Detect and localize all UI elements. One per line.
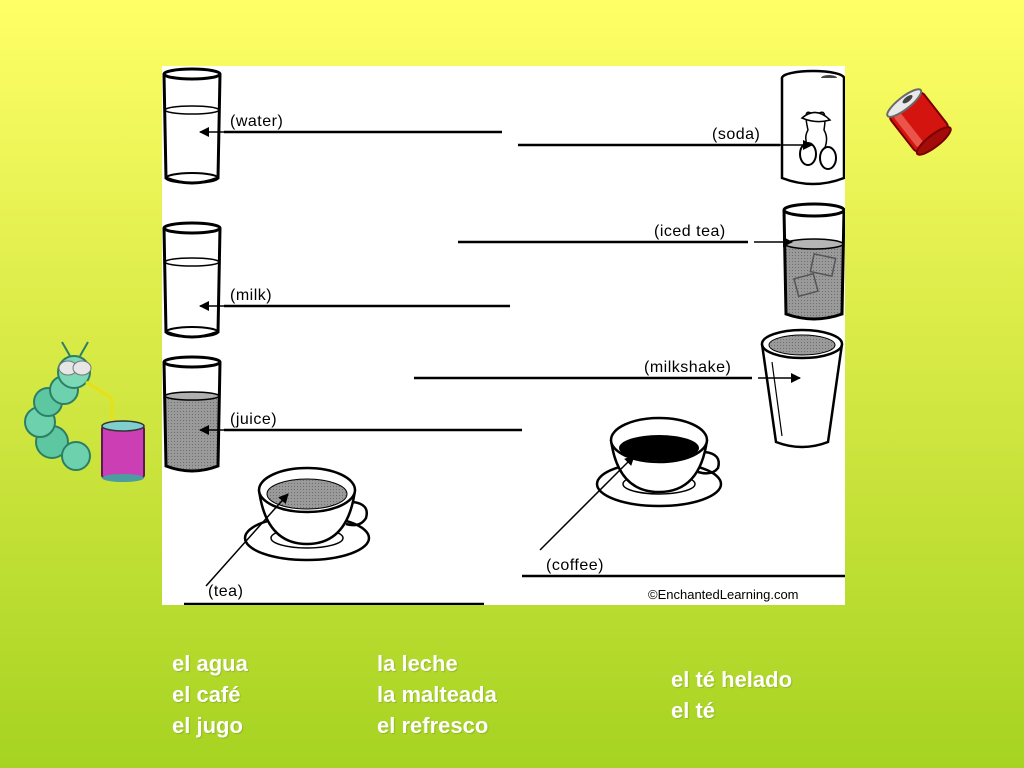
label-iced-tea: (iced tea) bbox=[654, 223, 726, 240]
water-glass-icon bbox=[162, 67, 222, 185]
tea-cup-icon bbox=[243, 466, 371, 562]
vocab-column-1: el agua el café el jugo bbox=[172, 648, 248, 741]
milk-glass-icon bbox=[162, 221, 222, 339]
label-juice: (juice) bbox=[230, 411, 277, 428]
worksheet-drawing: (water) (milk) (juice) (tea) (soda) (ice… bbox=[162, 67, 845, 605]
label-soda: (soda) bbox=[712, 126, 760, 143]
iced-tea-glass-icon bbox=[782, 202, 845, 321]
drinks-worksheet: (water) (milk) (juice) (tea) (soda) (ice… bbox=[162, 66, 845, 605]
vocab-word: el café bbox=[172, 682, 241, 707]
vocab-word: el jugo bbox=[172, 713, 243, 738]
vocab-word: el refresco bbox=[377, 713, 489, 738]
label-tea: (tea) bbox=[208, 583, 243, 600]
soda-can-drawing-icon bbox=[780, 69, 845, 186]
coffee-arrow bbox=[539, 455, 635, 551]
milkshake-cup-icon bbox=[760, 328, 844, 449]
vocab-column-2: la leche la malteada el refresco bbox=[377, 648, 497, 741]
vocab-word: el té bbox=[671, 698, 716, 723]
label-milkshake: (milkshake) bbox=[644, 359, 731, 376]
vocab-word: el agua bbox=[172, 651, 248, 676]
tea-arrow bbox=[205, 493, 289, 587]
vocab-word: el té helado bbox=[671, 667, 793, 692]
copyright-text: ©EnchantedLearning.com bbox=[648, 587, 799, 602]
soda-can-icon bbox=[886, 88, 952, 156]
label-milk: (milk) bbox=[230, 287, 272, 304]
label-coffee: (coffee) bbox=[546, 557, 604, 574]
caterpillar-drinking-icon bbox=[24, 341, 145, 482]
juice-glass-icon bbox=[162, 355, 222, 473]
coffee-cup-icon bbox=[595, 416, 723, 508]
vocab-word: la malteada bbox=[377, 682, 497, 707]
label-water: (water) bbox=[230, 113, 283, 130]
vocab-column-3: el té helado el té bbox=[671, 664, 792, 726]
vocab-word: la leche bbox=[377, 651, 458, 676]
